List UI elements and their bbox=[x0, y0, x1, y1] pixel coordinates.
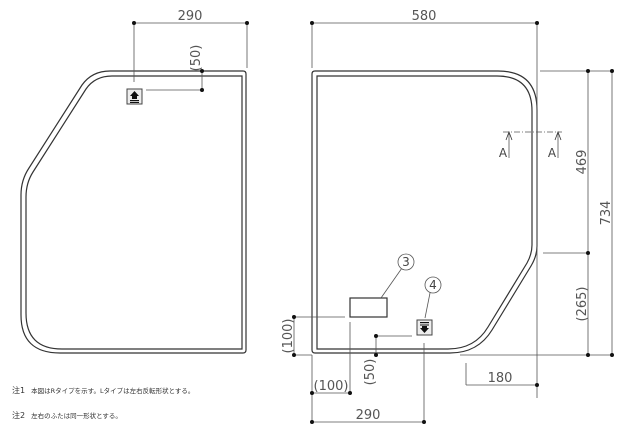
callout-4-circle bbox=[424, 276, 442, 294]
callout-3-label: 3 bbox=[402, 255, 410, 269]
dim-50-bottom: (50) bbox=[363, 359, 378, 386]
dim-265: (265) bbox=[575, 287, 590, 322]
section-mark-a-right: A bbox=[548, 146, 557, 160]
note-1-text: 本図はRタイプを示す。Lタイプは左右反転形状とする。 bbox=[31, 387, 195, 395]
section-mark-a-left: A bbox=[499, 146, 508, 160]
dim-left-290: 290 bbox=[178, 9, 203, 24]
note-2-text: 左右のふたは同一形状とする。 bbox=[31, 412, 122, 420]
dim-left-50: (50) bbox=[189, 45, 204, 72]
dim-734: 734 bbox=[599, 201, 614, 226]
dim-580: 580 bbox=[412, 9, 437, 24]
left-lid-outer bbox=[20, 70, 247, 354]
note-1-number: 注1 bbox=[12, 386, 26, 395]
dim-100-horizontal: (100) bbox=[314, 379, 349, 394]
callout-3-circle bbox=[397, 253, 415, 271]
left-lid-inner bbox=[25, 75, 243, 350]
dim-100-vertical: (100) bbox=[281, 319, 296, 354]
arrow-down-icon bbox=[416, 319, 433, 336]
dim-180: 180 bbox=[488, 371, 513, 386]
note-2: 注2 左右のふたは同一形状とする。 bbox=[12, 410, 122, 421]
callout-4-label: 4 bbox=[429, 278, 437, 292]
right-lid-outer bbox=[311, 70, 538, 354]
right-lid-inner bbox=[316, 75, 533, 350]
note-2-number: 注2 bbox=[12, 411, 26, 420]
dim-469: 469 bbox=[575, 150, 590, 175]
part-3-rect bbox=[349, 297, 388, 318]
arrow-up-icon bbox=[126, 88, 143, 105]
dim-290-bottom: 290 bbox=[356, 408, 381, 423]
note-1: 注1 本図はRタイプを示す。Lタイプは左右反転形状とする。 bbox=[12, 385, 194, 396]
